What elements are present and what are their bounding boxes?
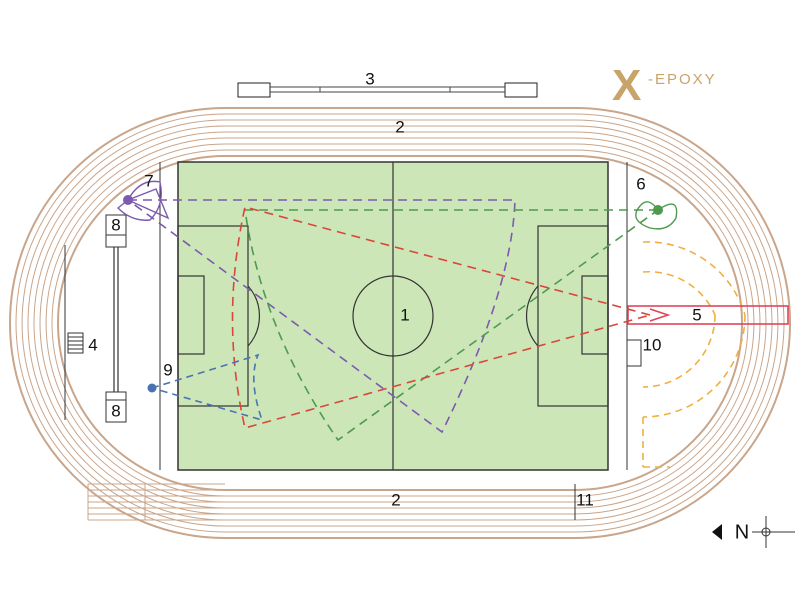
zone-4-box xyxy=(67,332,84,354)
label-field: 1 xyxy=(400,305,409,324)
label-zone-11: 11 xyxy=(576,490,594,509)
stand xyxy=(237,82,538,98)
label-track-north: 2 xyxy=(395,117,404,136)
logo-text: -EPOXY xyxy=(648,71,717,88)
north-arrow-letter: N xyxy=(735,521,749,543)
label-zone-8-top: 8 xyxy=(111,215,120,234)
label-zone-5: 5 xyxy=(692,305,701,324)
north-arrow: N xyxy=(712,516,795,548)
label-zone-10: 10 xyxy=(643,335,662,354)
sector-green xyxy=(244,201,678,442)
zone-8-apparatus xyxy=(105,214,127,423)
label-zone-9: 9 xyxy=(163,360,172,379)
label-zone-7: 7 xyxy=(144,171,153,190)
label-zone-4: 4 xyxy=(88,335,97,354)
labels: 1 2 2 3 4 5 6 7 8 8 9 10 11 xyxy=(88,69,701,509)
label-zone-8-bottom: 8 xyxy=(111,401,120,420)
sector-red xyxy=(231,206,654,429)
sprint-straight xyxy=(87,483,576,521)
football-field xyxy=(177,161,609,471)
sector-blue xyxy=(147,353,264,422)
red-throwing-cage xyxy=(627,305,789,325)
sector-purple xyxy=(116,180,516,434)
label-stand: 3 xyxy=(365,69,374,88)
orange-throwing-sector xyxy=(642,241,746,468)
logo: X -EPOXY xyxy=(612,61,717,110)
label-zone-6: 6 xyxy=(636,174,645,193)
label-track-south: 2 xyxy=(391,490,400,509)
logo-mark: X xyxy=(612,61,641,110)
infield-boundary xyxy=(64,162,628,470)
zone-10-box xyxy=(626,339,642,367)
